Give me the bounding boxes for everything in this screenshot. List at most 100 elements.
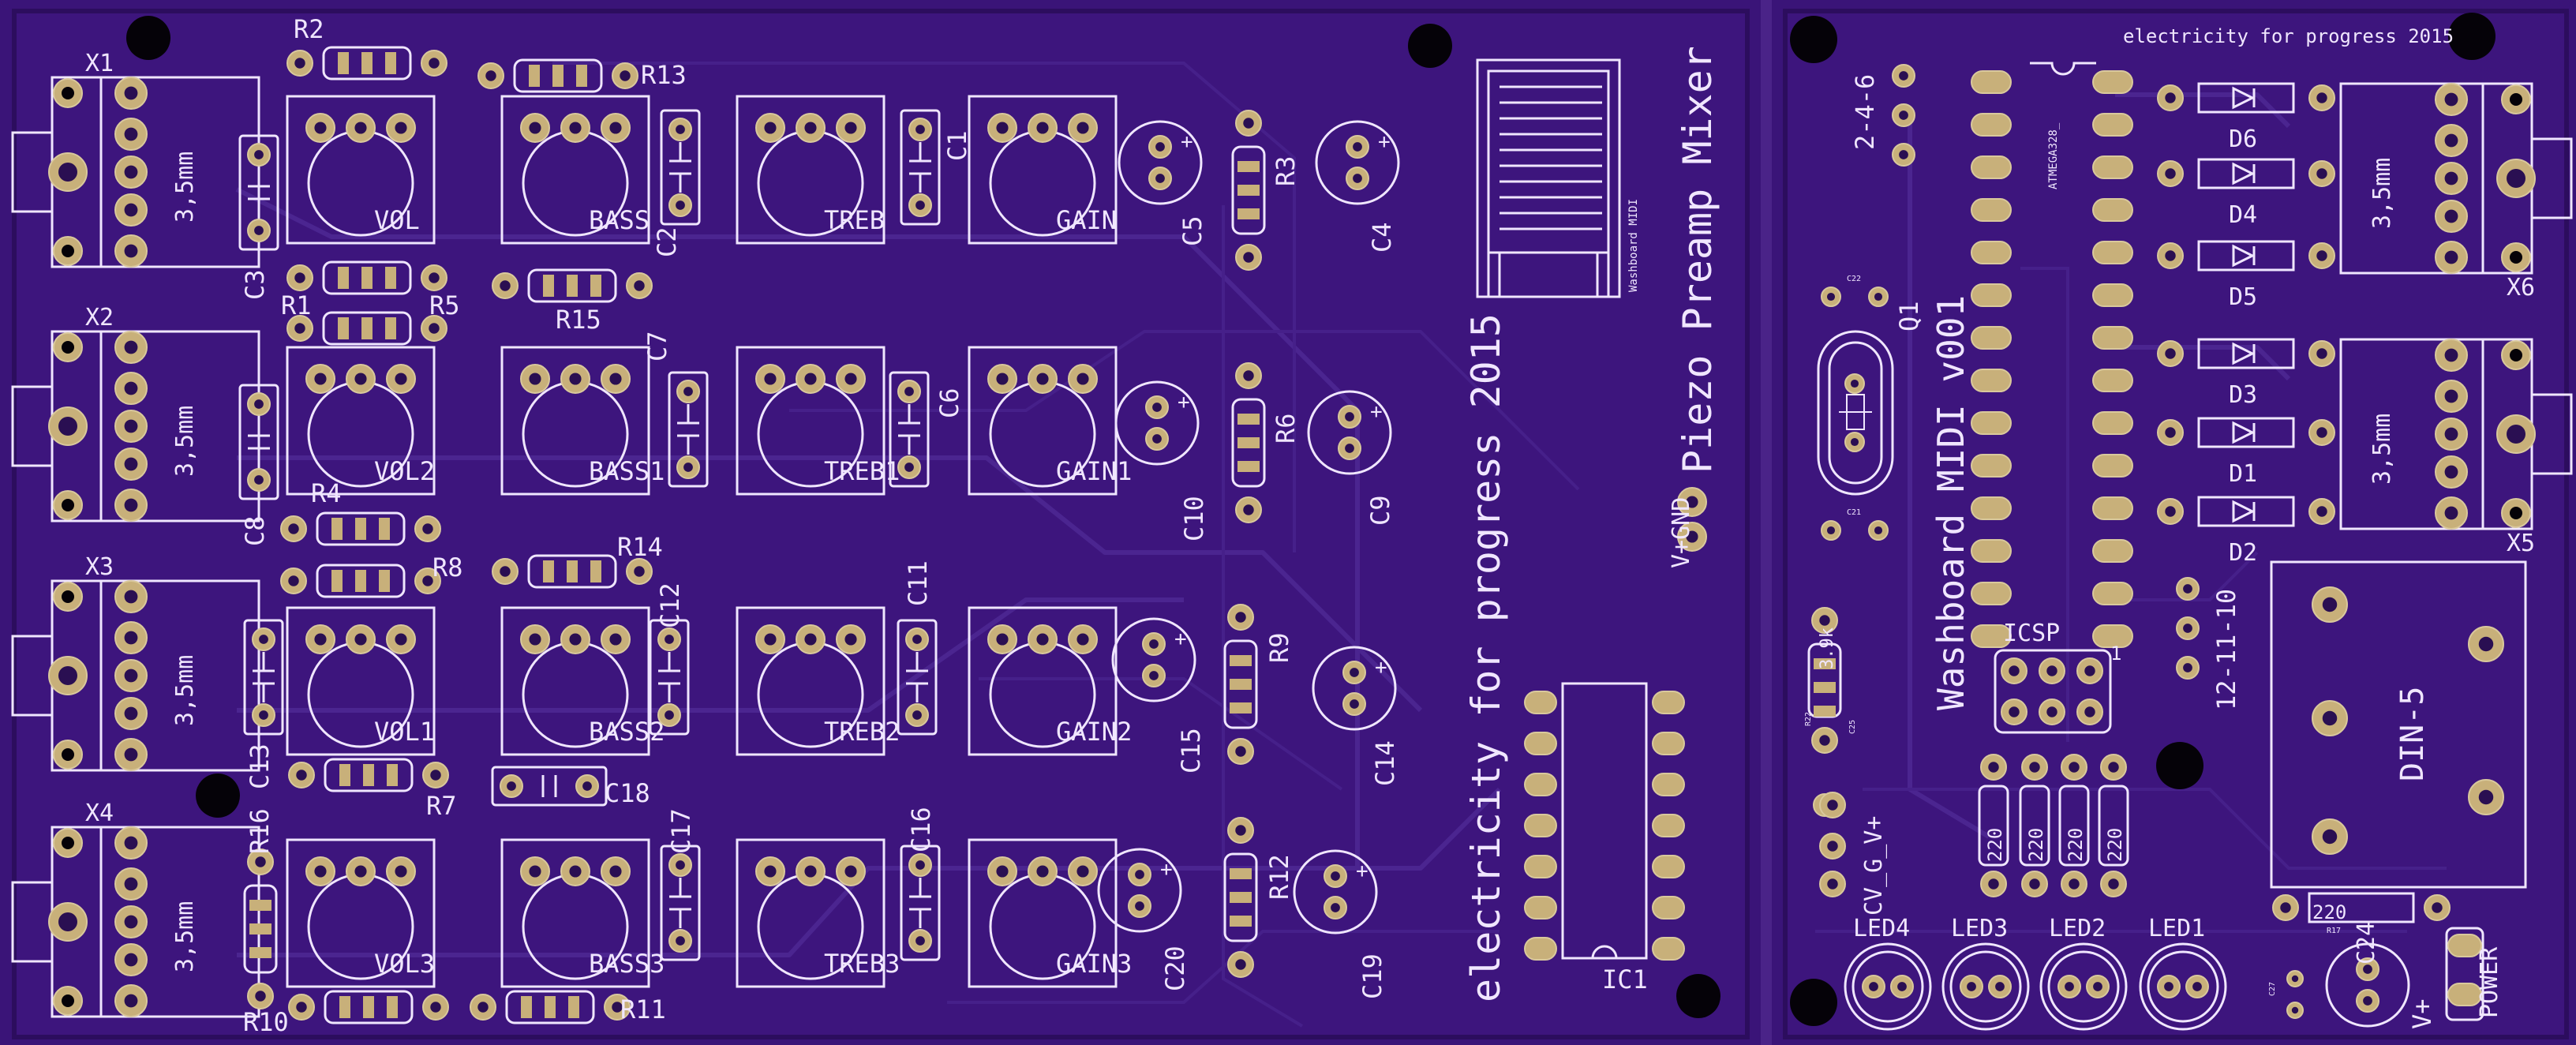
pad-hole	[2291, 975, 2299, 983]
led-label: LED1	[2148, 915, 2205, 942]
pad-hole	[804, 865, 817, 878]
led	[2039, 942, 2128, 1031]
pad-hole	[844, 122, 857, 134]
pad-hole	[294, 272, 305, 283]
pad-hole	[2084, 665, 2095, 676]
pad-hole	[634, 280, 645, 291]
pot-label: GAIN1	[1056, 456, 1132, 486]
ic-pin	[1652, 814, 1685, 837]
header-246-label: 2-4-6	[1850, 74, 1880, 150]
ic-pin	[1524, 855, 1557, 878]
audio-jack[interactable]	[11, 579, 260, 772]
diode-label: D4	[2229, 201, 2257, 229]
pad-hole	[569, 373, 582, 385]
pad-hole	[296, 770, 307, 781]
resistor	[1807, 642, 1842, 718]
din5-connector	[2270, 560, 2527, 889]
pad-hole	[1345, 412, 1354, 421]
jack-id: X1	[85, 50, 114, 77]
pad-hole	[395, 122, 407, 134]
pad-hole	[582, 781, 592, 791]
pad-hole	[1967, 982, 1976, 991]
pot-label: VOL	[374, 205, 420, 235]
pad-hole	[1135, 901, 1144, 911]
pad-hole	[2444, 506, 2458, 520]
resistor	[324, 758, 414, 792]
audio-jack[interactable]	[2339, 338, 2573, 530]
jack-id: X2	[85, 304, 114, 331]
pad-hole	[500, 280, 511, 291]
pad-hole	[676, 200, 685, 210]
pad-hole	[1827, 878, 1838, 890]
pad-hole	[665, 635, 674, 644]
pad-hole	[1897, 982, 1907, 991]
pad-hole	[1995, 982, 2005, 991]
capacitor	[660, 109, 701, 226]
pad-hole	[996, 865, 1009, 878]
capacitor-label: C11	[903, 560, 933, 606]
pad-hole	[1869, 982, 1878, 991]
capacitor-label: C16	[906, 807, 936, 852]
pad-hole	[2316, 427, 2327, 438]
electrolytic-capacitor	[1307, 390, 1392, 475]
resistor-label: R6	[1271, 413, 1301, 444]
pad-hole	[2291, 1006, 2299, 1014]
jack-id: X4	[85, 800, 114, 827]
pad-hole	[912, 710, 922, 720]
pad-hole	[124, 706, 138, 721]
pad-hole	[2478, 636, 2494, 652]
audio-jack[interactable]	[11, 330, 260, 522]
pad-hole	[1350, 668, 1359, 677]
pot-label: TREB	[824, 205, 885, 235]
pad-hole	[2322, 829, 2338, 845]
pad-hole	[288, 523, 299, 534]
pad-hole	[2316, 250, 2327, 261]
resistor	[505, 990, 595, 1024]
pad-hole	[996, 373, 1009, 385]
pot-label: TREB3	[824, 949, 900, 979]
pad-hole	[507, 781, 516, 791]
diode	[2197, 338, 2295, 369]
pad-hole	[676, 860, 685, 870]
resistor-label: R8	[432, 552, 463, 582]
pad-hole	[634, 566, 645, 577]
capacitor	[660, 845, 701, 961]
vplus-label: V+	[2407, 998, 2437, 1029]
capacitor-label: C6	[934, 388, 964, 418]
resistor	[316, 511, 406, 546]
board-labels: electricity for progress 2015 Piezo Prea…	[1463, 25, 2503, 1029]
pad-hole	[609, 122, 622, 134]
capacitor	[238, 384, 279, 500]
resistor-label: R7	[426, 791, 457, 821]
resistor-value: 220	[2025, 828, 2047, 862]
pad-hole	[844, 633, 857, 646]
pad-hole	[1243, 252, 1254, 263]
polarity-mark: +	[1370, 400, 1383, 424]
diode-label: D5	[2229, 283, 2257, 311]
audio-jack[interactable]	[11, 826, 260, 1018]
pad-hole	[294, 323, 305, 334]
pot-label: TREB2	[824, 717, 900, 747]
pot-label: VOL3	[374, 949, 435, 979]
mcu-pin	[1971, 411, 2012, 435]
pad-hole	[612, 1002, 623, 1013]
pad-hole	[288, 575, 299, 586]
led	[2139, 942, 2227, 1031]
pad-hole	[2164, 982, 2174, 991]
pad-hole	[2322, 710, 2338, 726]
ic-pin	[1652, 732, 1685, 755]
c27-label: C27	[2268, 982, 2277, 996]
din5-label: DIN-5	[2394, 687, 2431, 781]
resistor	[322, 46, 412, 81]
audio-jack[interactable]	[2339, 82, 2573, 275]
resistor-220	[2019, 785, 2050, 867]
capacitor-label: C4	[1367, 222, 1397, 253]
resistor	[527, 268, 617, 303]
pad-hole	[1076, 373, 1089, 385]
power-switch[interactable]	[2445, 927, 2484, 1021]
capacitor-label: C10	[1179, 496, 1209, 541]
resistor	[322, 311, 412, 346]
pad-hole	[1243, 118, 1254, 129]
ic1-chip	[1561, 682, 1648, 960]
